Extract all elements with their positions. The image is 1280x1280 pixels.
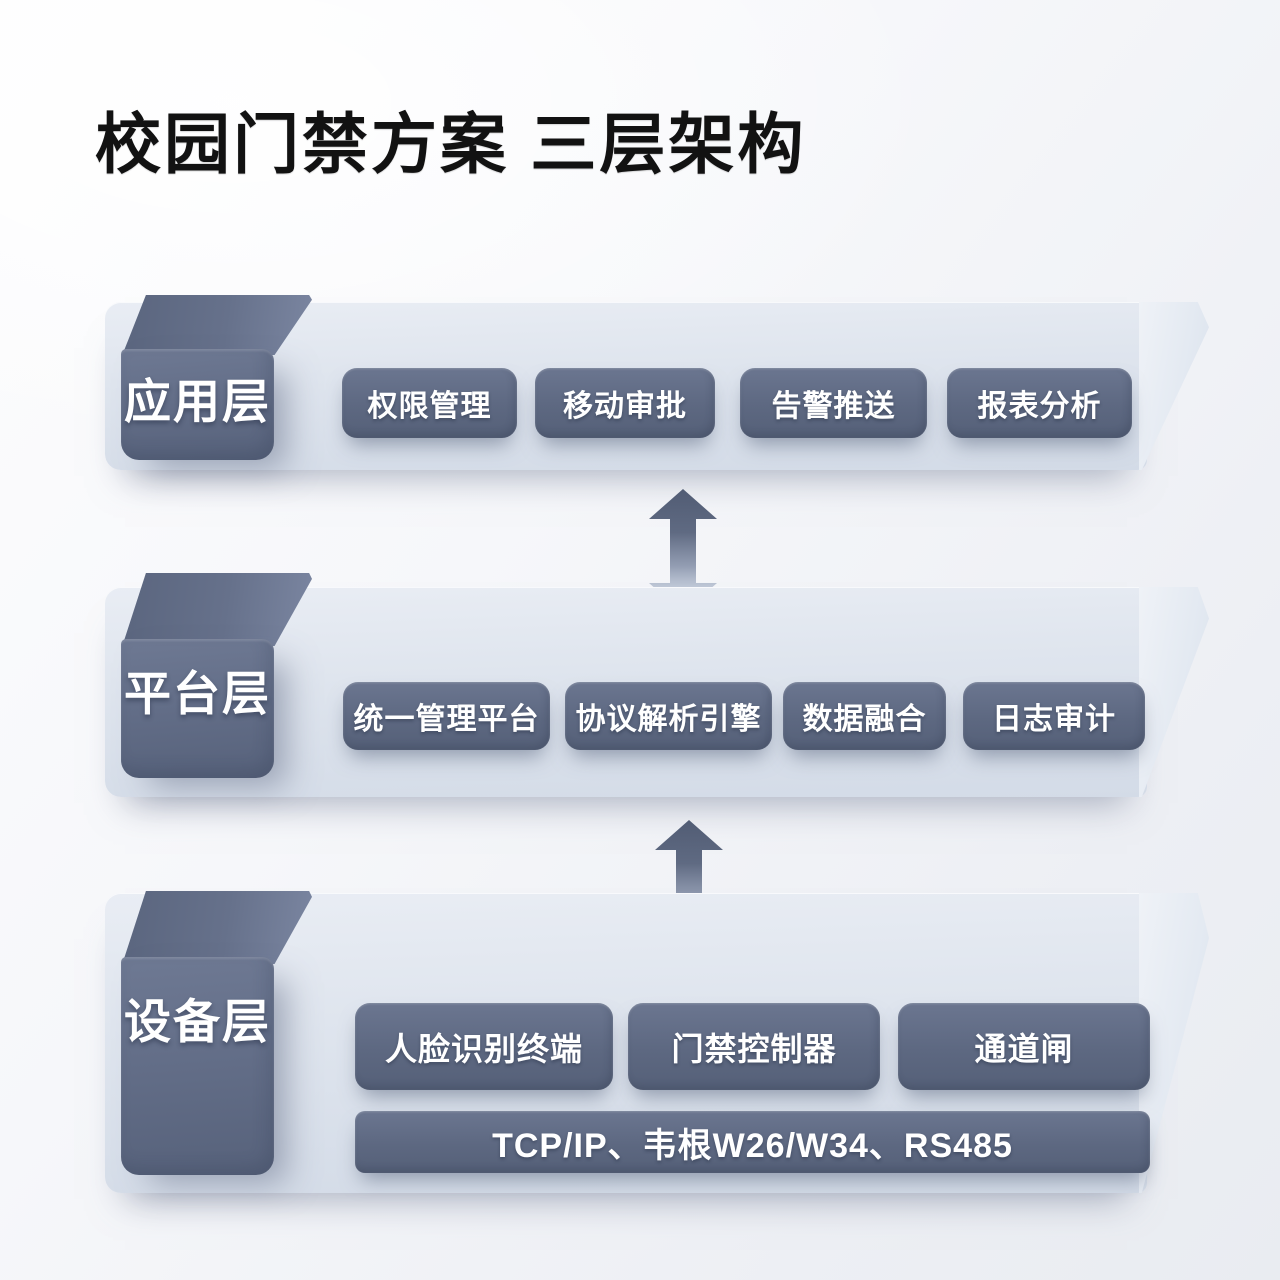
layer-label: 设备层 bbox=[124, 995, 271, 1048]
chip-mobile-approval: 移动审批 bbox=[535, 368, 715, 438]
chip-report-analysis: 报表分析 bbox=[947, 368, 1132, 438]
layer-band-side-face bbox=[1139, 302, 1209, 470]
block-front-face: 设备层 bbox=[121, 957, 274, 1175]
layer-band-application: 应用层 权限管理 移动审批 告警推送 报表分析 bbox=[105, 295, 1209, 470]
layer-label-block-platform: 平台层 bbox=[120, 573, 312, 778]
layer-band-side-face bbox=[1139, 587, 1209, 797]
up-down-arrow-icon bbox=[655, 820, 723, 944]
chip-log-audit: 日志审计 bbox=[963, 682, 1145, 750]
chip-data-fusion: 数据融合 bbox=[783, 682, 946, 750]
protocol-bar: TCP/IP、韦根W26/W34、RS485 bbox=[355, 1111, 1150, 1173]
layer-label: 平台层 bbox=[124, 667, 271, 720]
layer-label-block-application: 应用层 bbox=[120, 295, 312, 460]
chip-face-recognition-terminal: 人脸识别终端 bbox=[355, 1003, 613, 1090]
chip-unified-management-platform: 统一管理平台 bbox=[343, 682, 550, 750]
up-down-arrow-icon bbox=[649, 489, 717, 613]
block-front-face: 应用层 bbox=[121, 349, 274, 460]
block-top-face bbox=[122, 891, 312, 964]
layer-band-platform: 平台层 统一管理平台 协议解析引擎 数据融合 日志审计 bbox=[105, 573, 1209, 797]
chip-alarm-push: 告警推送 bbox=[740, 368, 927, 438]
layer-band-device: 设备层 人脸识别终端 门禁控制器 通道闸 TCP/IP、韦根W26/W34、RS… bbox=[105, 891, 1209, 1193]
block-top-face bbox=[122, 295, 312, 355]
block-front-face: 平台层 bbox=[121, 639, 274, 778]
block-top-face bbox=[122, 573, 312, 646]
chip-access-controller: 门禁控制器 bbox=[628, 1003, 880, 1090]
layer-label: 应用层 bbox=[124, 375, 271, 428]
chip-turnstile-gate: 通道闸 bbox=[898, 1003, 1150, 1090]
page-title: 校园门禁方案 三层架构 bbox=[95, 107, 807, 181]
chip-permission-management: 权限管理 bbox=[342, 368, 517, 438]
chip-protocol-parsing-engine: 协议解析引擎 bbox=[565, 682, 772, 750]
layer-label-block-device: 设备层 bbox=[120, 891, 312, 1175]
